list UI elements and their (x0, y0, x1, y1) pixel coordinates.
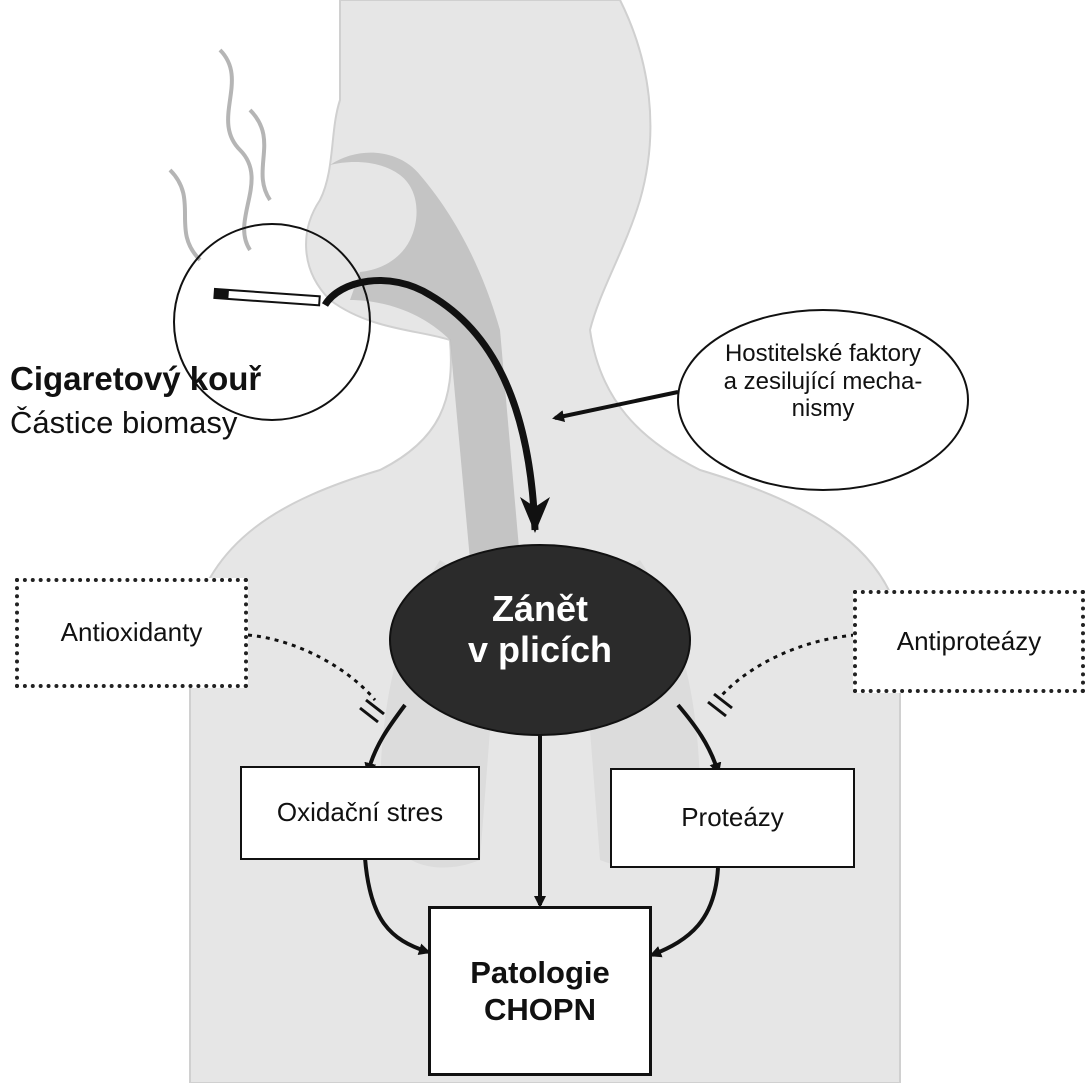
host-factors-line-3: nismy (693, 395, 953, 423)
inflammation-label: Zánět v plicích (440, 588, 640, 671)
smoke-subtitle: Částice biomasy (10, 405, 237, 441)
host-factors-label: Hostitelské faktory a zesilující mecha- … (693, 340, 953, 423)
pathology-line-2: CHOPN (484, 991, 596, 1028)
antioxidants-box: Antioxidanty (15, 578, 248, 688)
inflammation-line-1: Zánět (440, 588, 640, 629)
cigarette-icon (214, 289, 319, 305)
antiproteases-box: Antiproteázy (853, 590, 1085, 693)
smoke-title: Cigaretový kouř (10, 360, 261, 398)
proteases-box: Proteázy (610, 768, 855, 868)
oxidative-stress-box: Oxidační stres (240, 766, 480, 860)
pathology-box: Patologie CHOPN (428, 906, 652, 1076)
host-factors-line-2: a zesilující mecha- (693, 368, 953, 396)
host-factors-line-1: Hostitelské faktory (693, 340, 953, 368)
pathology-line-1: Patologie (470, 954, 610, 991)
smoke-wisps (170, 50, 270, 260)
inflammation-line-2: v plicích (440, 629, 640, 670)
